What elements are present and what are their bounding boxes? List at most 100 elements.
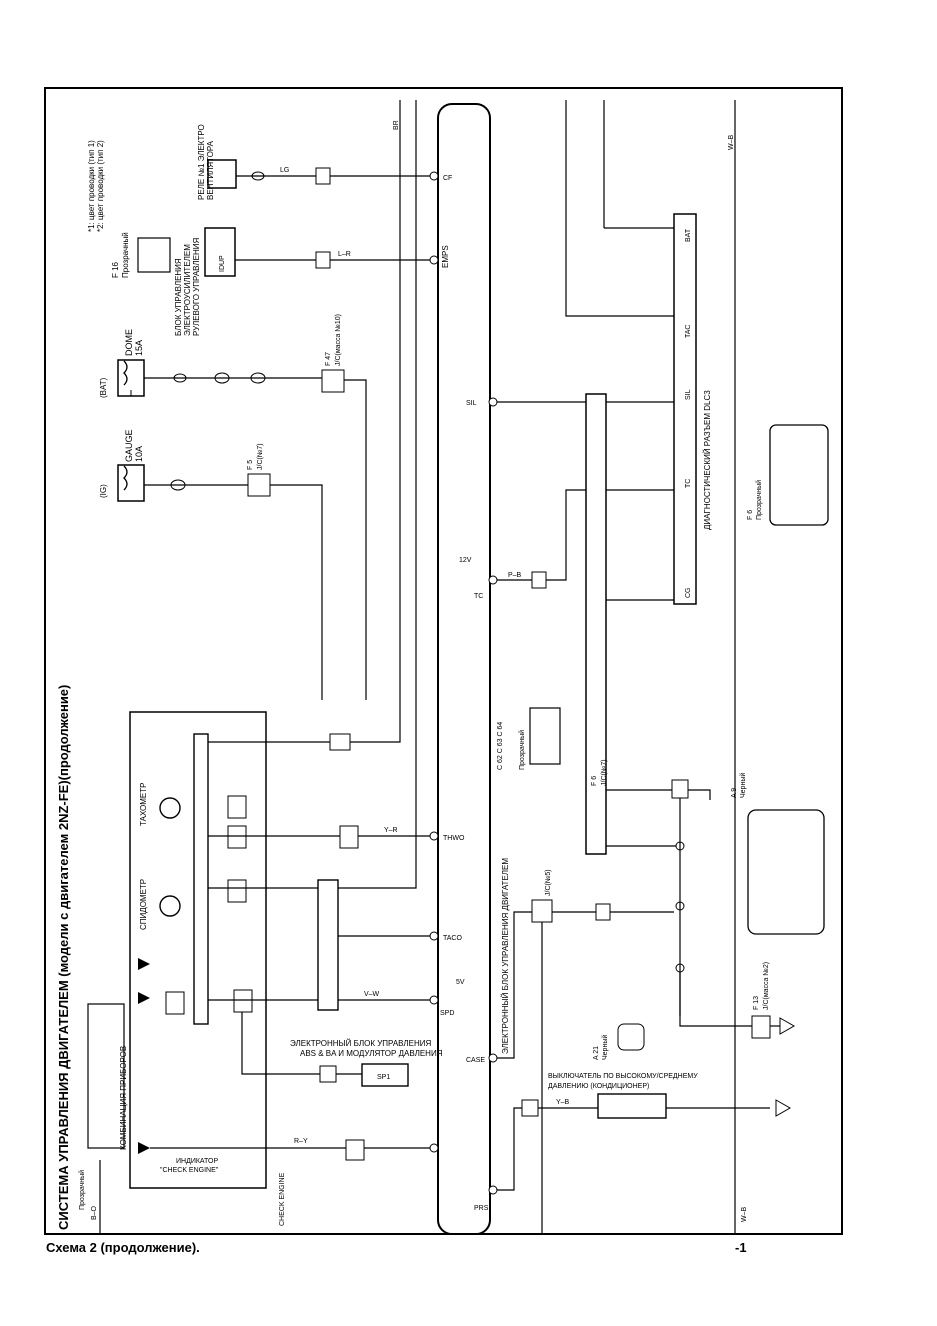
wire-w-b-bottom: W–B xyxy=(741,1207,748,1223)
a9-connector-icon xyxy=(747,809,825,935)
wire-y-b: Y–B xyxy=(556,1099,570,1106)
ac-connector-icon xyxy=(617,1023,645,1051)
f47-connector-mid xyxy=(339,825,359,849)
ecm-pin-thwo: THWO xyxy=(443,835,465,842)
ecm-pin-sil: SIL xyxy=(466,400,477,407)
dlc3-connector-id: F 6 xyxy=(747,510,754,520)
ecm-connector-icon xyxy=(529,707,561,765)
fan-relay-box xyxy=(207,159,237,189)
ecm-bus xyxy=(437,103,491,1235)
jc-n5 xyxy=(531,899,553,923)
wire-sb-b-o: B–O xyxy=(91,1205,98,1220)
diode-icon xyxy=(138,992,150,1004)
abs-ecu-pin: SP1 xyxy=(377,1074,390,1081)
diagram-frame xyxy=(44,87,843,1235)
legend-note-2: *2: цвет проводки (тип 2) xyxy=(96,140,105,232)
ecm-pin-12v: 12V xyxy=(459,557,472,564)
figure-caption: Схема 2 (продолжение). xyxy=(46,1240,200,1255)
dome-fuse-rating: 15A xyxy=(134,340,144,356)
ecm-pin-tc: TC xyxy=(474,593,483,600)
diode-icon xyxy=(138,1142,150,1154)
combo-connector-color: Прозрачный xyxy=(78,1170,86,1210)
ground-icon xyxy=(779,1017,796,1035)
ground-icon xyxy=(775,1099,792,1117)
fan-relay-title-1: РЕЛЕ №1 ЭЛЕКТРО xyxy=(197,124,206,200)
wire-p-b: P–B xyxy=(508,572,522,579)
jc-mass10-top: J/C(масса №10) xyxy=(335,314,342,366)
wire-v-w: V–W xyxy=(364,991,380,998)
ecm-pin-5v: 5V xyxy=(456,979,465,986)
eps-ecu-title-2: ЭЛЕКТРОУСИЛИТЕЛЕМ xyxy=(183,244,192,336)
wire-lg: LG xyxy=(280,167,289,174)
wire-w-b-right: W–B xyxy=(728,135,735,151)
dlc3-pin-tac: TAC xyxy=(685,325,692,338)
wire-br: BR xyxy=(393,120,400,130)
f47-connector-top xyxy=(321,369,345,393)
gauge-fuse-icon xyxy=(123,465,128,491)
diode-icon xyxy=(138,958,150,970)
fan-relay-title-2: ВЕНТИЛЯТОРА xyxy=(206,140,215,200)
ecm-pin-taco: TACO xyxy=(443,935,462,942)
legend-note-1: *1: цвет проводки (тип 1) xyxy=(87,140,96,232)
diagram-title: СИСТЕМА УПРАВЛЕНИЯ ДВИГАТЕЛЕМ (модели с … xyxy=(56,685,71,1230)
combo-meter-box xyxy=(129,711,267,1189)
ac-switch-title-1: ВЫКЛЮЧАТЕЛЬ ПО ВЫСОКОМУ/СРЕДНЕМУ xyxy=(548,1073,698,1080)
abs-ecu-box xyxy=(361,1063,409,1087)
gauge-fuse-rating: 10A xyxy=(134,446,144,462)
dlc3-pin-cg: CG xyxy=(685,588,692,599)
ecm-pin-prs: PRS xyxy=(474,1205,489,1212)
jc-n7-bus xyxy=(585,393,607,855)
f6-label: F 6 xyxy=(591,776,598,786)
gauge-ig-label: (IG) xyxy=(99,484,108,498)
gauge-fuse-box xyxy=(117,464,145,502)
f47-top-id: F 47 xyxy=(325,352,332,366)
combo-connector-icon xyxy=(87,1003,125,1149)
ecm-pin-case: CASE xyxy=(466,1057,485,1064)
dlc3-title: ДИАГНОСТИЧЕСКИЙ РАЗЪЕМ DLC3 xyxy=(703,390,712,530)
wire-y-r: Y–R xyxy=(384,827,398,834)
dlc3-connector-icon xyxy=(769,424,829,526)
check-lamp-label-1: ИНДИКАТОР xyxy=(176,1158,218,1165)
f13-id: F 13 xyxy=(753,996,760,1010)
eps-ecu-pin: EMPS xyxy=(441,245,450,268)
ecm-connector-ids: C 62 C 63 C 64 xyxy=(497,722,504,770)
speedometer-label: СПИДОМЕТР xyxy=(139,879,148,930)
dlc3-pin-sil: SIL xyxy=(685,389,692,400)
ecm-connector-color: Прозрачный xyxy=(518,730,526,770)
eps-connector-icon xyxy=(137,237,171,273)
dlc3-connector-color: Прозрачный xyxy=(755,480,763,520)
abs-ecu-title-1: ЭЛЕКТРОННЫЙ БЛОК УПРАВЛЕНИЯ xyxy=(290,1039,432,1048)
gauge-fuse-label: GAUGE xyxy=(124,429,134,462)
page-mark: -1 xyxy=(735,1240,747,1255)
ac-conn-color: Черный xyxy=(601,1035,609,1060)
eps-ecu-box xyxy=(204,227,236,277)
dlc3-pin-bat: BAT xyxy=(685,228,692,242)
ecm-pin-cf: CF xyxy=(443,175,452,182)
eps-connector-id: F 16 xyxy=(111,261,120,278)
jc-n7-top: J/C(№7) xyxy=(257,443,264,470)
eps-ecu-title-3: РУЛЕВОГО УПРАВЛЕНИЯ xyxy=(192,237,201,336)
ac-conn-id: A 21 xyxy=(593,1046,600,1060)
dlc3-pin-tc: TC xyxy=(685,479,692,488)
wire-l-r-top: L–R xyxy=(338,251,351,258)
dlc3-block xyxy=(673,213,697,605)
eps-ecu-title-1: БЛОК УПРАВЛЕНИЯ xyxy=(174,258,183,336)
ecm-pin-spd: SPD xyxy=(440,1010,454,1017)
a9-color: Черный xyxy=(739,773,747,798)
f47-connector-low xyxy=(345,1139,365,1161)
ac-pressure-switch xyxy=(597,1093,667,1119)
check-lamp-label-2: "CHECK ENGINE" xyxy=(160,1167,219,1174)
jc-n7-label: J/C(№7) xyxy=(601,759,608,786)
check-engine-pin: CHECK ENGINE xyxy=(279,1172,286,1226)
speedometer-gauge-icon xyxy=(159,895,181,917)
f5-connector xyxy=(247,473,271,497)
f5-id: F 5 xyxy=(247,460,254,470)
f13-connector xyxy=(751,1015,771,1039)
abs-ecu-title-2: ABS & BA И МОДУЛЯТОР ДАВЛЕНИЯ xyxy=(300,1049,443,1058)
meter-internal-bus xyxy=(193,733,209,1025)
ecm-title: ЭЛЕКТРОННЫЙ БЛОК УПРАВЛЕНИЯ ДВИГАТЕЛЕМ xyxy=(501,858,510,1054)
dome-fuse-icon xyxy=(123,360,128,386)
tachometer-gauge-icon xyxy=(159,797,181,819)
eps-idup-label: IDUP xyxy=(219,255,226,272)
